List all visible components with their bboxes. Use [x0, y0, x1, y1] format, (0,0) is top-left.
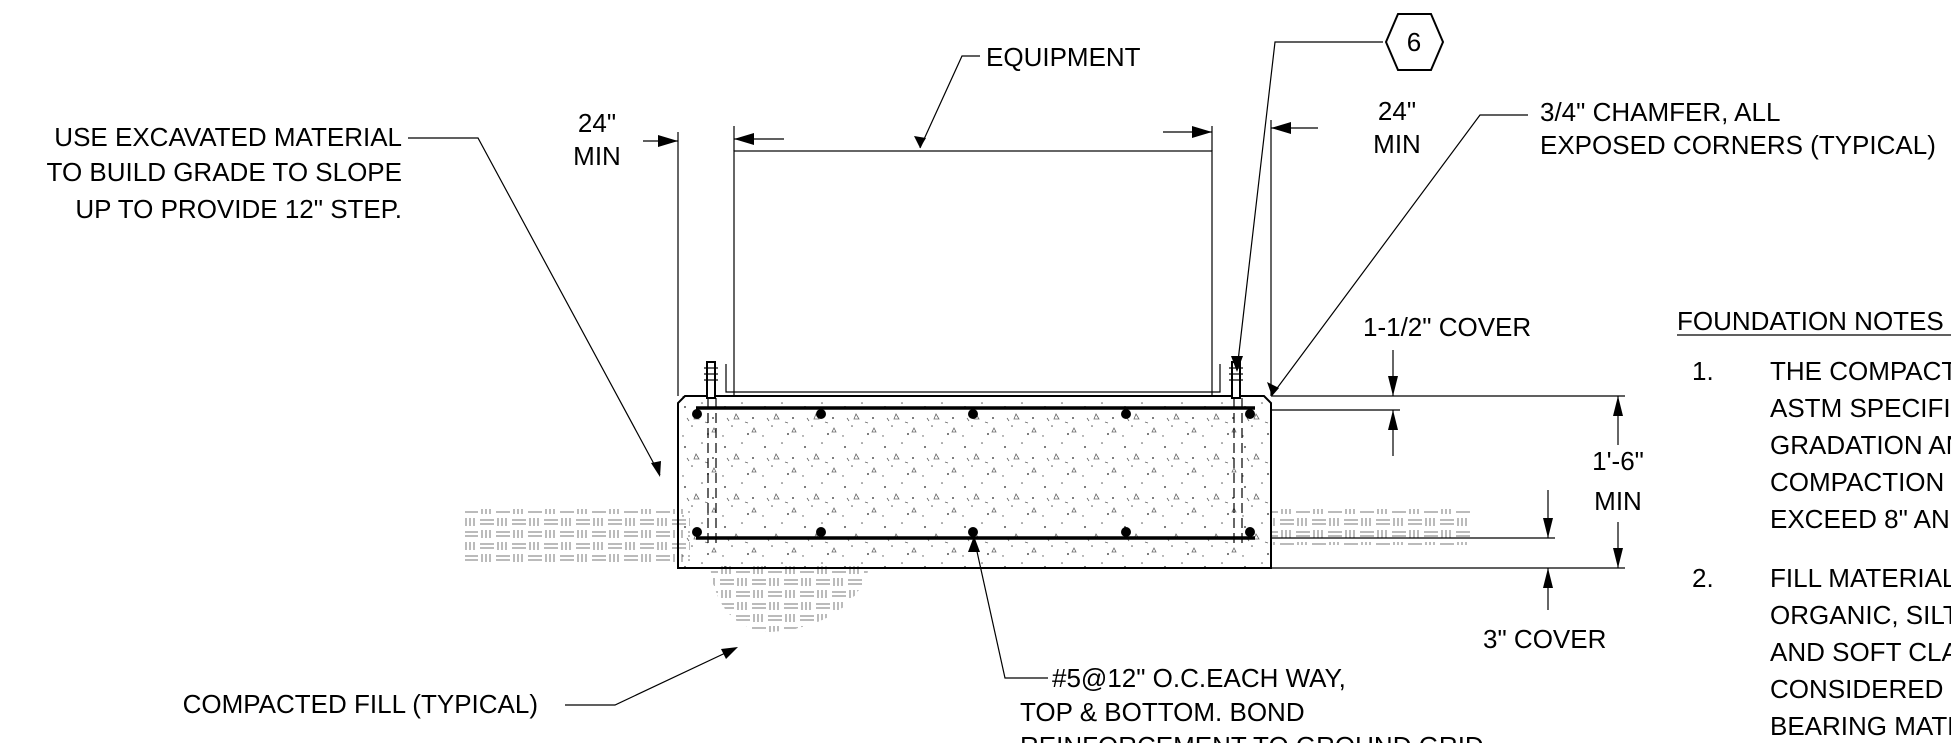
- left-clearance-value: 24": [578, 108, 616, 138]
- rebar-dot: [692, 409, 1255, 537]
- slab-depth-value: 1'-6": [1592, 446, 1644, 476]
- note-line: FILL MATERIAL: [1770, 563, 1951, 593]
- note-line: ORGANIC, SILT: [1770, 600, 1951, 630]
- bottom-cover-label: 3" COVER: [1483, 624, 1606, 654]
- compacted-fill-label: COMPACTED FILL (TYPICAL): [183, 689, 538, 719]
- equipment-outline: [733, 150, 1213, 397]
- note-line: BEARING MATERIAL: [1770, 711, 1951, 741]
- note-line: CONSIDERED: [1770, 674, 1943, 704]
- note-line: GRADATION AND: [1770, 430, 1951, 460]
- rebar-note-line2: TOP & BOTTOM. BOND: [1020, 697, 1305, 727]
- note-line: EXCEED 8" AND: [1770, 504, 1951, 534]
- left-clearance-min: MIN: [573, 141, 621, 171]
- equipment-label: EQUIPMENT: [986, 42, 1141, 72]
- note-line: ASTM SPECIFICATION: [1770, 393, 1951, 423]
- foundation-notes: FOUNDATION NOTES 1. THE COMPACTED ASTM S…: [1677, 306, 1951, 741]
- slab-depth-min: MIN: [1594, 486, 1642, 516]
- note-line: AND SOFT CLAY: [1770, 637, 1951, 667]
- callout-hexagon: [1384, 13, 1445, 71]
- rebar-note-line1: #5@12" O.C.EACH WAY,: [1052, 663, 1346, 693]
- rebar-note-line3: REINFORCEMENT TO GROUND GRID: [1020, 731, 1484, 743]
- chamfer-note-line1: 3/4" CHAMFER, ALL: [1540, 97, 1780, 127]
- leader-lines: [408, 41, 1528, 706]
- excavated-note-line2: TO BUILD GRADE TO SLOPE: [47, 157, 402, 187]
- note-number: 1.: [1692, 356, 1714, 386]
- note-line: THE COMPACTED: [1770, 356, 1951, 386]
- right-clearance-min: MIN: [1373, 129, 1421, 159]
- right-clearance-value: 24": [1378, 96, 1416, 126]
- top-cover-label: 1-1/2" COVER: [1363, 312, 1531, 342]
- note-line: COMPACTION TO: [1770, 467, 1951, 497]
- rebar-reinforcement: [692, 398, 1255, 545]
- chamfer-note-line2: EXPOSED CORNERS (TYPICAL): [1540, 130, 1936, 160]
- notes-heading: FOUNDATION NOTES: [1677, 306, 1944, 336]
- dimension-lines: [643, 120, 1625, 610]
- callout-number: 6: [1407, 27, 1421, 57]
- excavated-note-line1: USE EXCAVATED MATERIAL: [54, 122, 402, 152]
- excavated-note-line3: UP TO PROVIDE 12" STEP.: [75, 194, 402, 224]
- note-number: 2.: [1692, 563, 1714, 593]
- anchor-bolt: [704, 361, 734, 399]
- ground-soil: [465, 509, 1470, 632]
